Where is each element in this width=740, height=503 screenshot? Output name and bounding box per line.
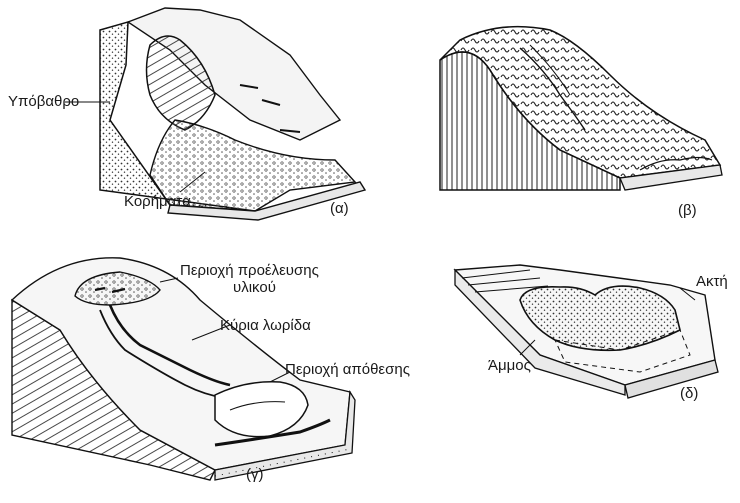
panel-a-rockfall (65, 8, 365, 220)
panel-tag-d: (δ) (680, 385, 698, 402)
talus-label: Κορήματα (124, 193, 191, 210)
deposition-area-label: Περιοχή απόθεσης (285, 361, 410, 378)
panel-b-debris-slide (440, 27, 722, 190)
source-area-label-line1: Περιοχή προέλευσης (180, 262, 319, 279)
panel-tag-b: (β) (678, 202, 697, 219)
coast-label: Ακτή (696, 273, 728, 290)
bedrock-label: Υπόβαθρο (8, 93, 79, 110)
source-area-label-line2: υλικού (233, 279, 276, 296)
main-track-label: Κύρια λωρίδα (220, 317, 311, 334)
panel-tag-c: (γ) (246, 466, 264, 483)
panel-tag-a: (α) (330, 200, 349, 217)
panel-d-sand-flow (455, 265, 718, 398)
sand-label: Άμμος (488, 357, 531, 374)
